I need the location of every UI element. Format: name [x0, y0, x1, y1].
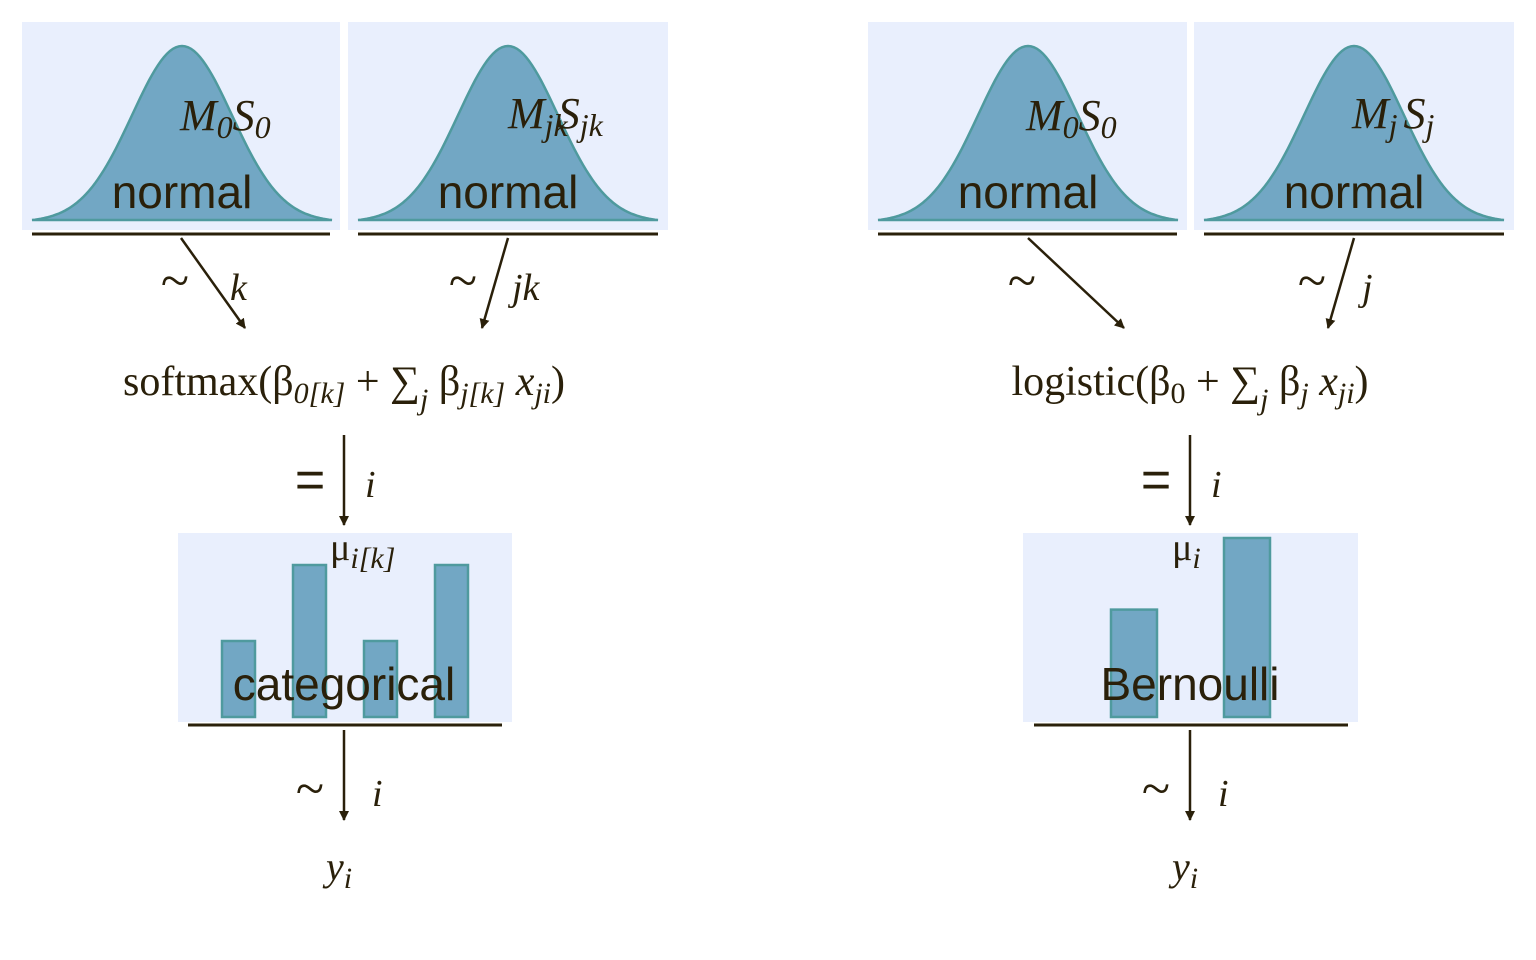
tilde-symbol: ~	[1142, 761, 1170, 818]
index-label: i	[372, 773, 383, 815]
dist-label: categorical	[233, 658, 455, 710]
index-label: jk	[507, 267, 541, 309]
normal-curve	[357, 44, 659, 222]
likelihood-bars	[1109, 536, 1272, 719]
likelihood-bars	[220, 563, 470, 719]
arrow-intercept	[179, 237, 247, 329]
likelihood-param: μi[k]	[330, 527, 395, 575]
index-label: i	[1218, 773, 1229, 815]
index-label: i	[365, 464, 376, 506]
tilde-symbol: ~	[1298, 253, 1326, 310]
dist-label: Bernoulli	[1101, 658, 1280, 710]
prior-params: M0S0	[179, 91, 271, 145]
probability-bar	[1222, 536, 1272, 719]
equals-symbol: =	[295, 451, 325, 509]
left-model: M0S0 normal MjkSjk normal ~ k ~ jk softm…	[22, 22, 668, 895]
probability-bar	[1109, 608, 1159, 719]
tilde-symbol: ~	[449, 253, 477, 310]
dist-label: normal	[958, 166, 1099, 218]
index-label: i	[1211, 464, 1222, 506]
dist-label: normal	[1284, 166, 1425, 218]
arrow-slope	[479, 237, 510, 329]
data-variable: yi	[322, 844, 352, 895]
likelihood-panel	[1023, 533, 1358, 722]
prior-params: MjkSjk	[507, 89, 604, 143]
linear-predictor-formula: logistic(β0 + ∑j βj xji)	[1011, 359, 1368, 416]
index-label: j	[1357, 267, 1373, 309]
tilde-symbol: ~	[1008, 253, 1036, 310]
linear-predictor-formula: softmax(β0[k] + ∑j βj[k] xji)	[123, 359, 565, 416]
normal-curve	[31, 44, 333, 222]
tilde-symbol: ~	[161, 253, 189, 310]
probability-bar	[433, 563, 470, 719]
tilde-symbol: ~	[296, 761, 324, 818]
dist-label: normal	[438, 166, 579, 218]
probability-bar	[220, 639, 257, 719]
probability-bar	[291, 563, 328, 719]
normal-curve	[877, 44, 1179, 222]
arrow-slope	[1325, 237, 1356, 329]
prior-params: M0S0	[1025, 91, 1117, 145]
index-label: k	[230, 267, 248, 309]
probability-bar	[362, 639, 399, 719]
arrow-intercept	[1027, 237, 1125, 329]
data-variable: yi	[1168, 844, 1198, 895]
dist-label: normal	[112, 166, 253, 218]
equals-symbol: =	[1141, 451, 1171, 509]
normal-curve	[1203, 44, 1505, 222]
likelihood-param: μi	[1172, 527, 1201, 575]
